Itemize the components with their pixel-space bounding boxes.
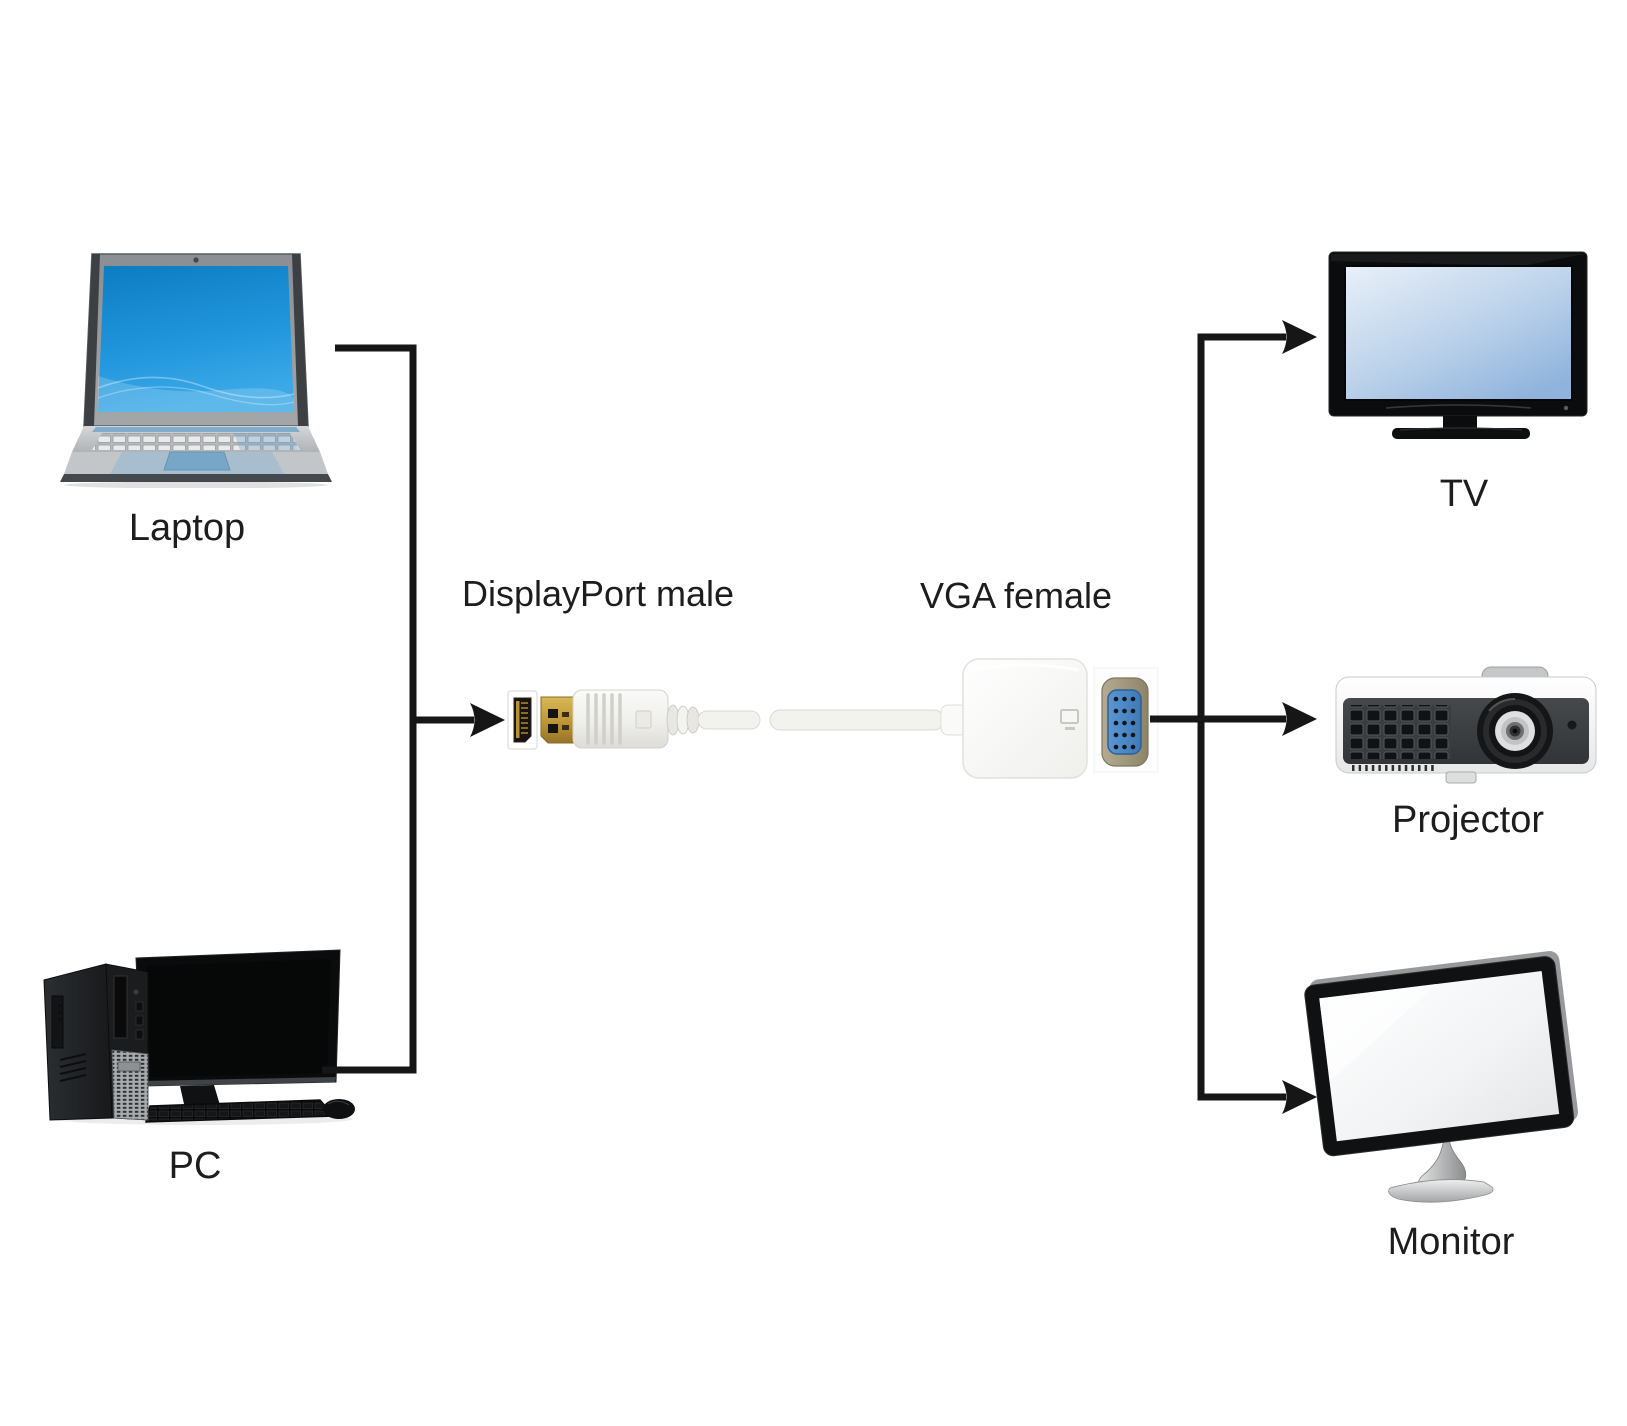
tv-stand-neck — [1443, 416, 1477, 428]
laptop-image — [60, 253, 332, 488]
line-outputs-trunk — [1197, 333, 1286, 1101]
displayport-plug — [540, 689, 700, 749]
tv-indicator-dot — [1563, 405, 1569, 411]
monitor-image — [1304, 951, 1578, 1203]
projector-lens — [1477, 693, 1553, 769]
pc-mouse — [323, 1099, 355, 1119]
displayport-male-label: DisplayPort male — [461, 573, 735, 614]
strain-relief — [666, 704, 700, 736]
projector-grille — [1350, 705, 1451, 759]
cable-segment-right — [769, 709, 945, 731]
monitor-label: Monitor — [1387, 1221, 1515, 1263]
pc-image — [43, 949, 355, 1125]
pc-label: PC — [168, 1145, 222, 1187]
projector-foot — [1445, 771, 1477, 784]
adapter-body — [962, 658, 1088, 779]
projector-image — [1335, 666, 1597, 784]
displayport-socket — [507, 690, 538, 750]
arrowhead-to-projector — [1282, 702, 1317, 736]
tv-stand-base — [1392, 428, 1530, 439]
vga-female-connector — [1093, 667, 1159, 773]
tv-label: TV — [1439, 473, 1489, 515]
monitor-icon — [1060, 709, 1079, 724]
projector-ir-dot — [1567, 720, 1577, 730]
projector-vents — [1352, 765, 1434, 771]
vga-female-label: VGA female — [919, 575, 1113, 616]
cable-segment-left — [697, 710, 761, 730]
tv-image — [1328, 251, 1588, 439]
arrowhead-to-tv — [1282, 320, 1317, 354]
projector-label: Projector — [1391, 799, 1545, 841]
laptop-label: Laptop — [128, 507, 246, 549]
touchpad — [163, 451, 231, 471]
monitor-base — [1388, 1179, 1494, 1203]
optical-drive — [113, 975, 128, 1039]
vga-pin-holes — [1113, 696, 1136, 750]
adapter-image — [507, 658, 1159, 779]
webcam-dot — [193, 257, 199, 263]
